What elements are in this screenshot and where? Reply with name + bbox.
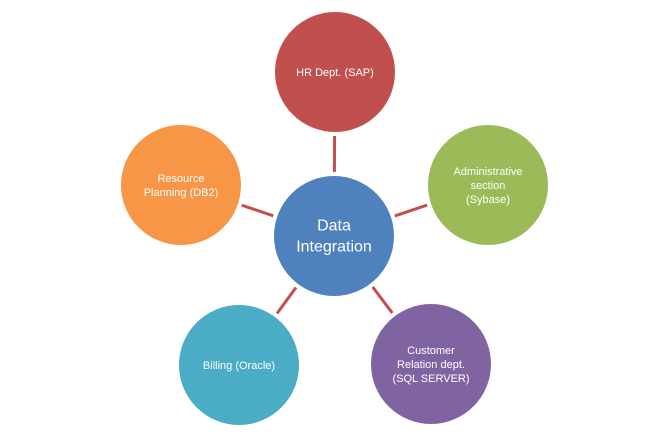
center-label-line-1: Data — [317, 218, 351, 235]
connectors — [241, 135, 428, 315]
node-admin-label-line-3: (Sybase) — [466, 194, 510, 206]
connector-admin — [394, 203, 428, 218]
nodes: HR Dept. (SAP) Administrative section (Syba… — [121, 12, 548, 425]
node-hr: HR Dept. (SAP) — [275, 12, 395, 132]
node-admin-circle — [428, 125, 548, 245]
node-resource-label-line-2: Planning (DB2) — [144, 187, 219, 199]
node-admin-label-line-1: Administrative — [453, 166, 522, 178]
center-label-line-2: Integration — [296, 239, 372, 256]
connector-billing — [275, 286, 298, 315]
connector-customer — [371, 286, 394, 314]
node-resource-circle — [121, 125, 241, 245]
connector-resource — [241, 203, 274, 218]
node-billing-circle — [179, 305, 299, 425]
center-node-circle — [274, 176, 394, 296]
node-resource-label-line-1: Resource — [157, 173, 204, 185]
node-hr-circle — [275, 12, 395, 132]
node-customer-label-line-1: Customer — [407, 345, 455, 357]
node-customer-label-line-3: (SQL SERVER) — [392, 373, 469, 385]
node-billing-label-line-1: Billing (Oracle) — [203, 360, 275, 372]
node-admin: Administrative section (Sybase) — [428, 125, 548, 245]
node-hr-label-line-1: HR Dept. (SAP) — [296, 67, 374, 79]
node-admin-label-line-2: section — [471, 180, 506, 192]
node-billing: Billing (Oracle) — [179, 305, 299, 425]
node-customer-label-line-2: Relation dept. — [397, 359, 465, 371]
node-customer-circle — [371, 304, 491, 424]
